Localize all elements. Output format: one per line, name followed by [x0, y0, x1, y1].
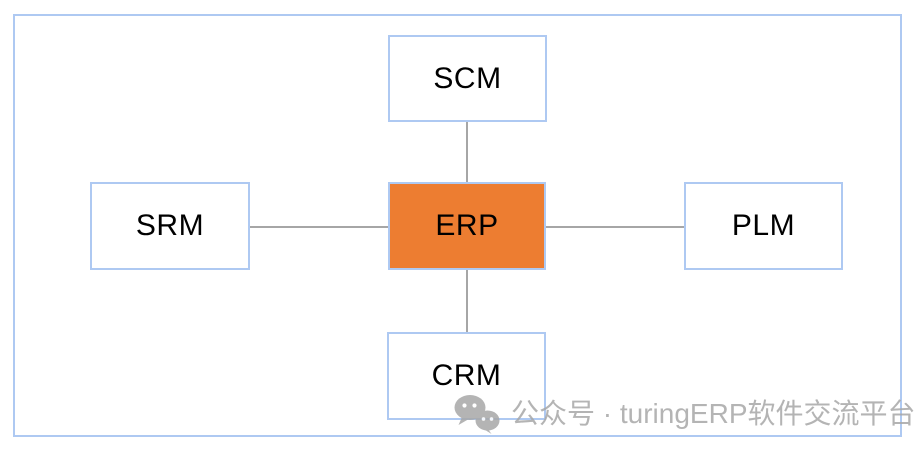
connector-srm-erp: [250, 226, 388, 228]
node-scm-label: SCM: [433, 61, 502, 95]
connector-erp-crm: [466, 270, 468, 332]
node-srm: SRM: [90, 182, 250, 270]
wechat-icon: [454, 395, 500, 434]
node-plm-label: PLM: [731, 209, 796, 242]
node-srm-label: SRM: [135, 209, 205, 242]
node-erp-label: ERP: [435, 209, 499, 242]
watermark: 公众号 · turingERP软件交流平台: [452, 392, 914, 436]
node-erp: ERP: [388, 182, 546, 270]
connector-scm-erp: [466, 122, 468, 182]
node-plm: PLM: [684, 182, 843, 270]
connector-erp-plm: [546, 226, 684, 228]
node-scm: SCM: [388, 35, 547, 122]
node-crm-label: CRM: [431, 359, 502, 392]
watermark-text: 公众号 · turingERP软件交流平台: [511, 398, 914, 429]
